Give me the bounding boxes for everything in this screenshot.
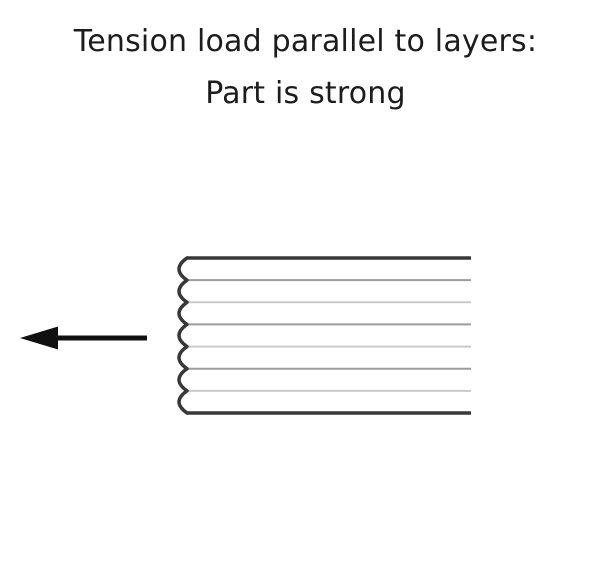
layered-left-edge xyxy=(177,256,189,415)
title-line-2: Part is strong xyxy=(205,76,406,111)
layered-part xyxy=(177,256,471,415)
tension-arrow-icon xyxy=(20,326,147,350)
title-line-1: Tension load parallel to layers: xyxy=(73,24,538,59)
page-title: Tension load parallel to layers: Part is… xyxy=(0,0,611,120)
